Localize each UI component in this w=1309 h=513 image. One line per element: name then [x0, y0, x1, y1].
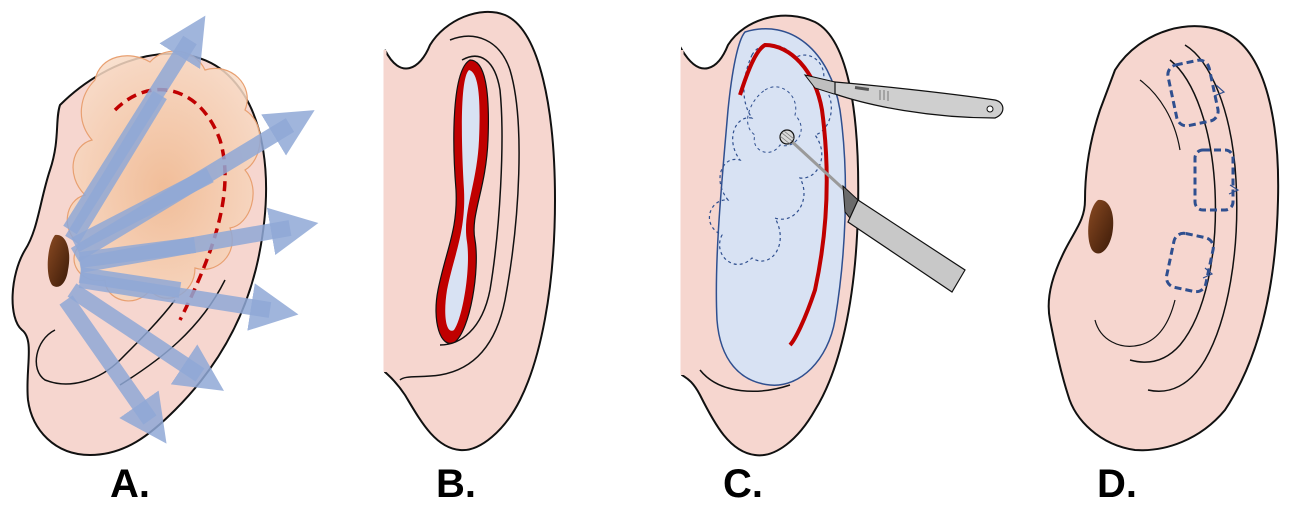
panel-d-label: D.: [1097, 462, 1137, 507]
panel-a-ear: [13, 40, 290, 455]
panel-b-ear: [385, 12, 555, 450]
panel-d-ear: [1049, 26, 1279, 450]
panel-a-label: A.: [110, 462, 150, 507]
panel-d-ear-outline: [1049, 26, 1279, 450]
panel-c-ear: [682, 16, 1003, 456]
panel-c-label: C.: [723, 462, 763, 507]
panel-b-label: B.: [436, 462, 476, 507]
